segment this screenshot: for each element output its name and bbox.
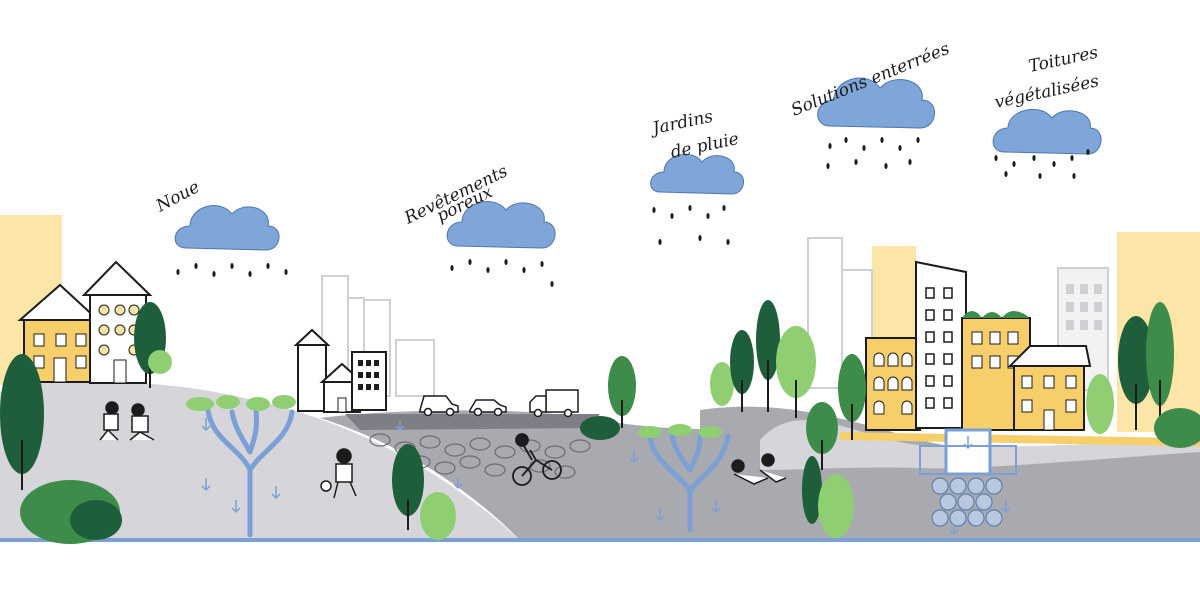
tree-icon <box>392 444 424 530</box>
tree-icon <box>148 350 172 374</box>
label-noue: Noue <box>152 177 203 217</box>
raindrop-icon <box>826 137 920 169</box>
tree-icon <box>776 326 816 418</box>
noue-infiltration-roots <box>205 407 295 538</box>
cloud-icon <box>992 108 1102 155</box>
ground-hill-right-light <box>760 420 1200 470</box>
bush-icon <box>818 474 854 538</box>
tree-icon <box>756 300 780 412</box>
people-resting-icon <box>731 453 787 485</box>
tree-icon <box>838 354 866 440</box>
raindrop-icon <box>652 205 730 245</box>
cloud-noue <box>174 205 288 277</box>
raindrop-icon <box>176 263 288 277</box>
building-center-grid <box>351 351 387 411</box>
car-icon <box>469 399 507 417</box>
raindrop-icon <box>450 259 554 287</box>
underground-storage <box>919 428 1017 527</box>
cloud-toitures <box>992 108 1102 179</box>
tree-icon <box>710 362 734 406</box>
tree-icon <box>608 356 636 428</box>
bush-icon <box>420 492 456 540</box>
tree-icon <box>802 456 822 524</box>
cloud-solutions <box>817 77 935 169</box>
bush-icon <box>20 480 122 544</box>
ground-road <box>345 414 600 430</box>
tree-icon <box>1086 374 1114 434</box>
cloud-revetements <box>446 201 556 287</box>
truck-icon <box>529 389 579 418</box>
children-gardening-icon <box>99 401 155 441</box>
rain-garden-roots <box>647 433 731 533</box>
cloud-icon <box>817 77 935 129</box>
sidewalk-yellow <box>839 432 1200 447</box>
cloud-icon <box>174 205 280 251</box>
child-football-icon <box>320 448 357 499</box>
rain-garden-vegetation <box>638 424 722 438</box>
bush-icon <box>580 416 620 440</box>
tree-icon <box>806 402 838 470</box>
ground-hill-dark-center <box>320 410 740 540</box>
tree-icon <box>0 354 44 490</box>
tree-icon <box>1118 316 1154 430</box>
cloud-jardins <box>650 153 744 245</box>
cloud-icon <box>650 153 744 195</box>
label-toitures-line1: Toitures <box>1027 43 1100 77</box>
building-yellow-arches <box>865 337 921 431</box>
tree-icon <box>730 330 754 412</box>
noue-vegetation <box>186 395 296 411</box>
label-jardins-line2: de pluie <box>669 129 741 163</box>
bush-icon <box>1154 408 1200 448</box>
bicycle-icon <box>512 433 562 486</box>
car-icon <box>419 395 459 417</box>
label-toitures-line2: végétalisées <box>993 71 1101 113</box>
raindrop-icon <box>994 149 1090 179</box>
infiltration-arrows <box>201 418 1011 536</box>
label-jardins-line1: Jardins <box>648 107 715 140</box>
cloud-icon <box>446 201 556 249</box>
house-yellow-right <box>1007 345 1092 431</box>
tower-white-right <box>915 260 967 429</box>
house-tower-center <box>293 328 331 412</box>
